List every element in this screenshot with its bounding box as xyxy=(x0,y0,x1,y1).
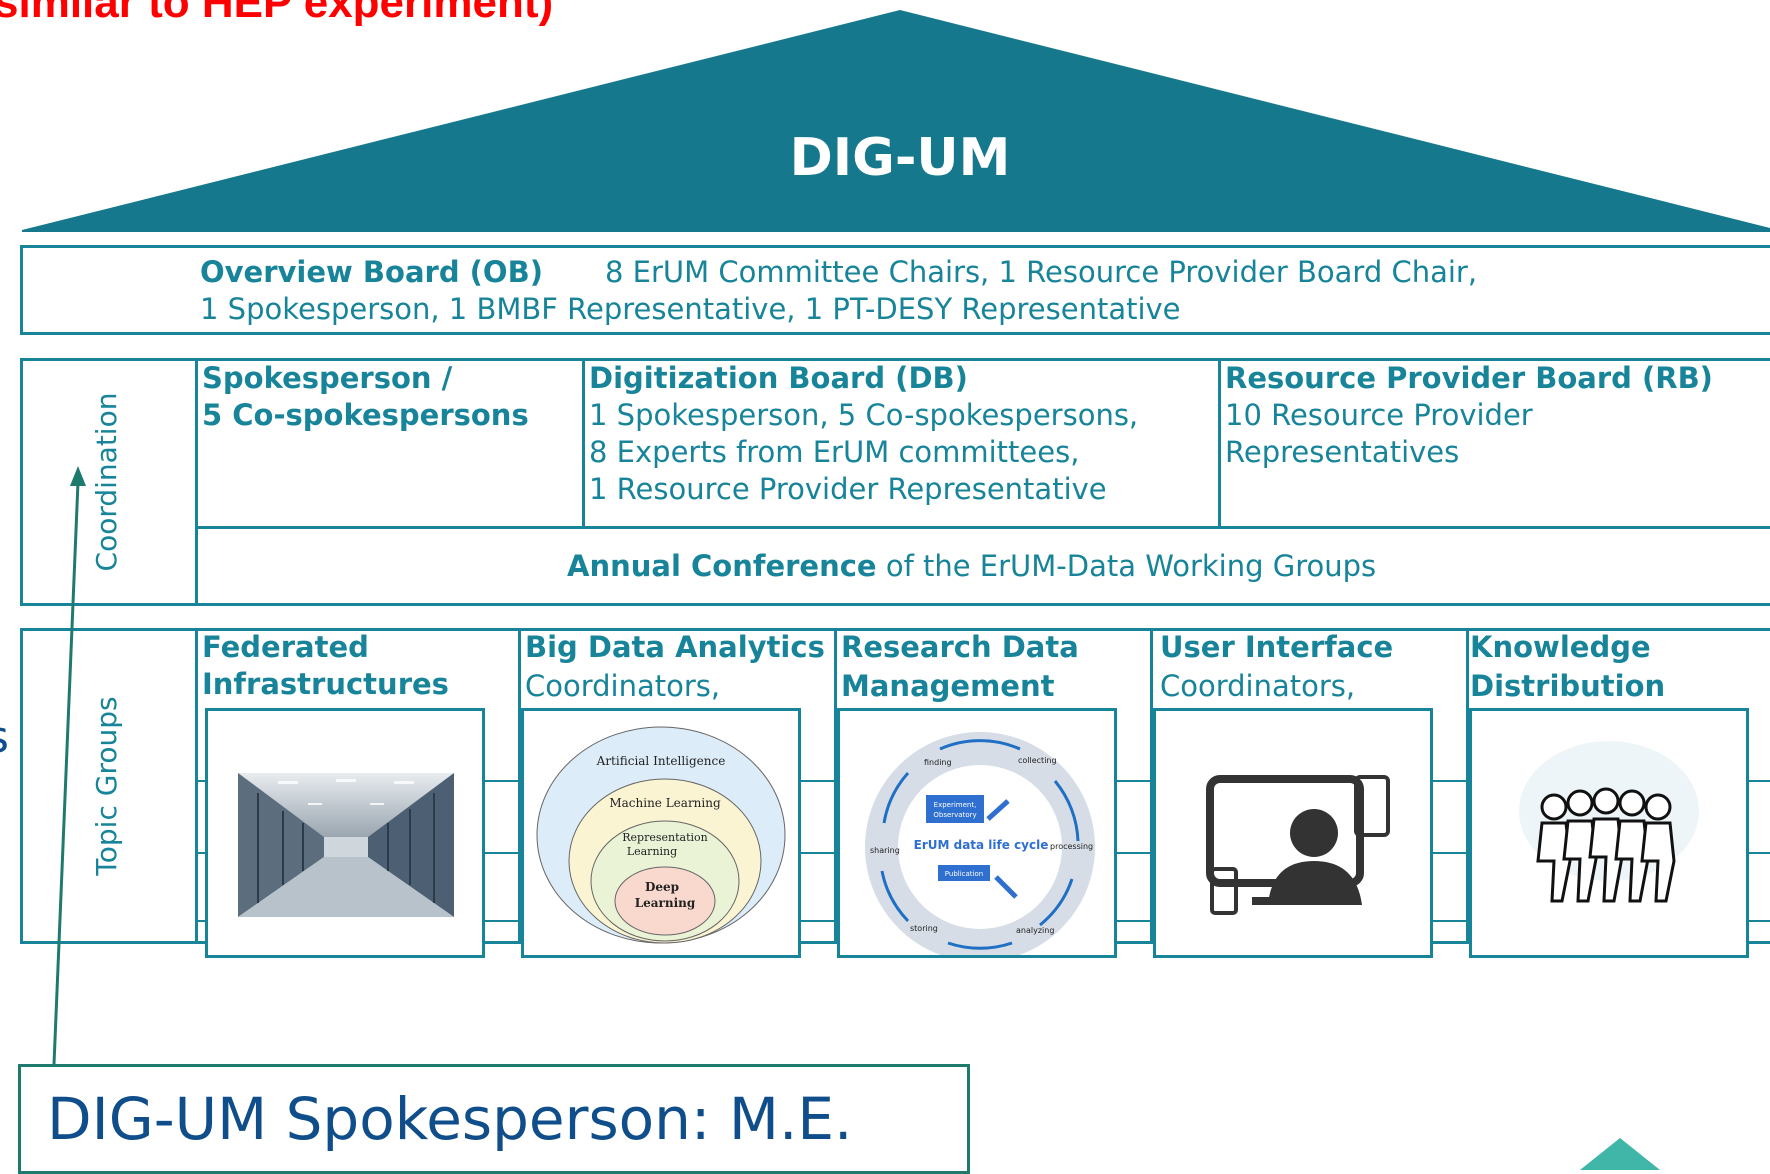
overview-board-line1: 8 ErUM Committee Chairs, 1 Resource Prov… xyxy=(605,255,1478,289)
db-l2: 8 Experts from ErUM committees, xyxy=(589,435,1080,469)
col-sep-4 xyxy=(1466,628,1469,944)
lifecycle-box2: Publication xyxy=(945,870,983,878)
lifecycle-processing: processing xyxy=(1050,842,1093,851)
group-federated-l1: Federated xyxy=(202,630,369,664)
group-ui-l1: User Interface xyxy=(1160,630,1394,664)
lifecycle-box1-a: Experiment, xyxy=(934,801,977,809)
col-sep-1 xyxy=(518,628,521,944)
group-bigdata-l2: Coordinators, xyxy=(525,669,721,703)
group-ui-l2: Coordinators, xyxy=(1160,669,1356,703)
group-federated-l2: Infrastructures xyxy=(202,667,449,701)
lifecycle-sharing: sharing xyxy=(870,846,900,855)
card-federated xyxy=(205,708,485,958)
group-bigdata-l1: Big Data Analytics xyxy=(525,630,825,664)
db-divider-right xyxy=(1218,358,1221,528)
group-rdm-l2: Management xyxy=(841,669,1055,703)
ai-dl-label-2: Learning xyxy=(635,896,696,910)
rb-l2: Representatives xyxy=(1225,435,1460,469)
spokesperson-text: DIG-UM Spokesperson: M.E. xyxy=(47,1085,853,1153)
ai-nested-diagram: Artificial Intelligence Machine Learning… xyxy=(536,726,786,944)
group-rdm-l1: Research Data xyxy=(841,630,1079,664)
lifecycle-finding: finding xyxy=(924,758,952,767)
db-l1: 1 Spokesperson, 5 Co-spokespersons, xyxy=(589,398,1139,432)
roof-shape xyxy=(22,10,1770,232)
col-sep-2 xyxy=(834,628,837,944)
people-group-icon xyxy=(1519,741,1699,903)
coordination-box xyxy=(20,358,1770,606)
slide-subtitle: similar to HEP experiment) xyxy=(0,0,554,27)
card-knowledge xyxy=(1469,708,1749,958)
rb-l1: 10 Resource Provider xyxy=(1225,398,1533,432)
card-bigdata: Artificial Intelligence Machine Learning… xyxy=(521,708,801,958)
lifecycle-center: ErUM data life cycle xyxy=(914,838,1049,852)
ai-outer-label: Artificial Intelligence xyxy=(596,754,726,768)
lifecycle-diagram: Experiment, Observatory ErUM data life c… xyxy=(865,732,1095,955)
lifecycle-analyzing: analyzing xyxy=(1016,926,1054,935)
overview-board-box xyxy=(20,245,1770,335)
db-l3: 1 Resource Provider Representative xyxy=(589,472,1107,506)
spokesperson-l2: 5 Co-spokespersons xyxy=(202,398,529,432)
datacenter-image xyxy=(238,773,454,917)
spokesperson-box: DIG-UM Spokesperson: M.E. xyxy=(18,1064,970,1174)
ai-rl-label-2: Learning xyxy=(627,845,677,858)
annual-conference: Annual Conference of the ErUM-Data Worki… xyxy=(567,548,1376,585)
coordination-divider xyxy=(195,358,198,606)
corner-decoration xyxy=(1580,1138,1660,1170)
card-rdm: Experiment, Observatory ErUM data life c… xyxy=(837,708,1117,958)
rb-title: Resource Provider Board (RB) xyxy=(1225,361,1713,395)
lifecycle-collecting: collecting xyxy=(1018,756,1057,765)
annual-conference-bold: Annual Conference xyxy=(567,549,877,583)
overview-board-label: Overview Board (OB) xyxy=(200,255,543,289)
db-divider-left xyxy=(582,358,585,528)
annual-conference-rest: of the ErUM-Data Working Groups xyxy=(876,549,1377,583)
ai-ml-label: Machine Learning xyxy=(609,796,721,810)
topic-divider xyxy=(195,628,198,944)
group-knowledge-l2: Distribution xyxy=(1470,669,1666,703)
card-ui xyxy=(1153,708,1433,958)
db-title: Digitization Board (DB) xyxy=(589,361,968,395)
spokesperson-l1: Spokesperson / xyxy=(202,361,453,395)
spokesperson-arrow xyxy=(52,466,86,1065)
ai-rl-label-1: Representation xyxy=(622,831,707,844)
roof-title: DIG-UM xyxy=(789,128,1011,188)
left-edge-fragment: s xyxy=(0,712,9,763)
ai-dl-label-1: Deep xyxy=(645,880,679,894)
lifecycle-storing: storing xyxy=(910,924,938,933)
lifecycle-box1-b: Observatory xyxy=(933,811,976,819)
annual-divider xyxy=(195,526,1770,529)
col-sep-3 xyxy=(1150,628,1153,944)
devices-user-icon xyxy=(1206,775,1390,915)
group-knowledge-l1: Knowledge xyxy=(1470,630,1651,664)
overview-board-line2: 1 Spokesperson, 1 BMBF Representative, 1… xyxy=(200,292,1181,326)
